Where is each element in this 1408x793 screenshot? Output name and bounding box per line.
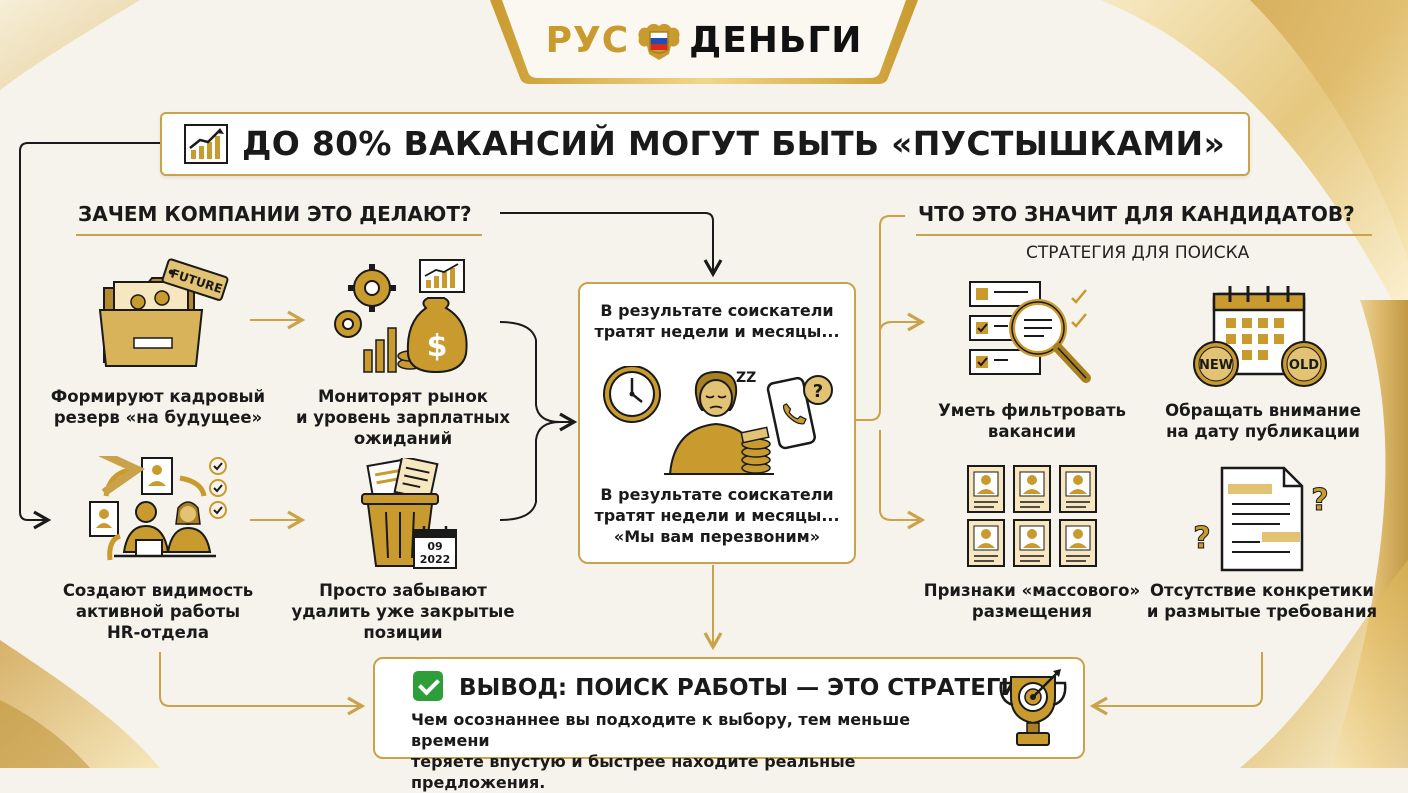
market-monitoring-icon: $: [334, 259, 468, 374]
center-bottom-text: В результате соискатели тратят недели и …: [594, 485, 840, 546]
new-badge-text: NEW: [1199, 358, 1233, 373]
center-top-text: В результате соискатели тратят недели и …: [594, 301, 840, 341]
svg-text:?: ?: [813, 381, 823, 402]
logo-part-dengi: ДЕНЬГИ: [689, 20, 863, 61]
calendar-year-text: 2022: [420, 553, 451, 566]
left-item-4-caption: Просто забывают удалить уже закрытые поз…: [291, 581, 515, 642]
filter-vacancies-icon: [969, 281, 1091, 383]
headline-banner: ДО 80% ВАКАНСИЙ МОГУТ БЫТЬ «ПУСТЫШКАМИ»: [160, 112, 1250, 176]
trash-bin-icon: 09 2022: [361, 458, 457, 569]
publication-date-icon: NEW OLD: [1193, 286, 1327, 387]
right-item-2-caption: Обращать внимание на дату публикации: [1165, 401, 1361, 441]
connector-headline-to-left: [19, 142, 160, 530]
trophy-target-icon: [999, 669, 1067, 746]
svg-text:?: ?: [1311, 483, 1328, 518]
eagle-emblem-icon: [638, 23, 680, 60]
hr-team-activity-icon: [89, 456, 227, 561]
left-item-2-caption: Мониторят рынок и уровень зарплатных ожи…: [295, 387, 511, 448]
clock-icon: [603, 366, 661, 423]
center-result-box: В результате соискатели тратят недели и …: [578, 282, 856, 564]
right-section-subtitle: СТРАТЕГИЯ ДЛЯ ПОИСКА: [1026, 243, 1250, 263]
connector-right-bracket: [855, 215, 920, 520]
mass-posting-icon: [967, 465, 1097, 567]
svg-text:ZZ: ZZ: [736, 370, 756, 386]
connector-right-to-conclusion: [1089, 652, 1263, 716]
conclusion-title: ВЫВОД: ПОИСК РАБОТЫ — ЭТО СТРАТЕГИЯ!: [459, 675, 1049, 701]
connector-title-to-center: [500, 212, 723, 278]
checkmark-icon: [413, 671, 443, 701]
conclusion-box: ВЫВОД: ПОИСК РАБОТЫ — ЭТО СТРАТЕГИЯ! Чем…: [373, 657, 1085, 792]
left-item-3-caption: Создают видимость активной работы HR-отд…: [62, 581, 254, 642]
growth-chart-icon: [184, 124, 228, 164]
phone-question-icon: [766, 376, 816, 450]
logo: РУС ДЕНЬГИ: [490, 20, 918, 64]
headline-title: ДО 80% ВАКАНСИЙ МОГУТ БЫТЬ «ПУСТЫШКАМИ»: [242, 124, 1226, 163]
connector-left-bracket: [499, 321, 572, 521]
svg-text:$: $: [427, 329, 448, 364]
right-section-title: ЧТО ЭТО ЗНАЧИТ ДЛЯ КАНДИДАТОВ?: [918, 202, 1355, 226]
right-item-4-caption: Отсутствие конкретики и размытые требова…: [1146, 581, 1378, 621]
old-badge-text: OLD: [1289, 358, 1319, 373]
logo-tab-shape: [490, 0, 918, 84]
folder-reserve-icon: FUTURE: [98, 258, 229, 367]
logo-part-rus: РУС: [545, 20, 630, 61]
right-item-1-caption: Уметь фильтровать вакансии: [938, 401, 1126, 441]
left-section-title: ЗАЧЕМ КОМПАНИИ ЭТО ДЕЛАЮТ?: [78, 202, 472, 226]
right-section-underline: [916, 234, 1372, 236]
vague-requirements-icon: ? ?: [1193, 466, 1329, 572]
logo-tab: РУС ДЕНЬГИ: [490, 0, 918, 84]
flow-connectors: [19, 142, 1263, 716]
calendar-month-text: 09: [427, 540, 442, 553]
waiting-candidate-illustration: ZZ ?: [603, 366, 833, 475]
connector-left-to-conclusion: [159, 652, 366, 716]
right-item-3-caption: Признаки «массового» размещения: [923, 581, 1141, 621]
conclusion-text: Чем осознаннее вы подходите к выбору, те…: [411, 710, 911, 792]
left-item-1-caption: Формируют кадровый резерв «на будущее»: [50, 387, 266, 427]
left-section-underline: [76, 234, 482, 236]
tired-person-icon: [664, 370, 774, 475]
svg-text:?: ?: [1193, 521, 1210, 556]
